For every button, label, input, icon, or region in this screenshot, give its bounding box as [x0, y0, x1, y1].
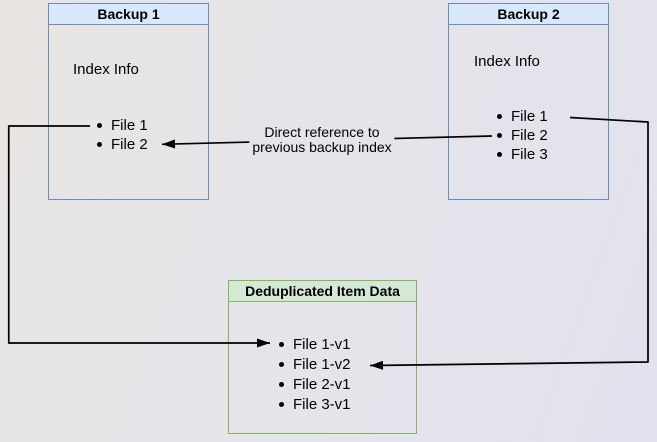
backup2-file-item: File 3: [497, 145, 548, 164]
bullet-icon: [279, 361, 284, 367]
bullet-icon: [97, 123, 102, 128]
edge-label-direct-reference: Direct reference to previous backup inde…: [249, 124, 395, 156]
dedup-file-label: File 2-v1: [293, 375, 351, 393]
dedup-file-item: File 3-v1: [279, 394, 351, 414]
edge-label-line2: previous backup index: [252, 139, 392, 155]
bullet-icon: [279, 381, 284, 387]
backup1-title: Backup 1: [49, 4, 208, 25]
dedup-box: Deduplicated Item Data File 1-v1 File 1-…: [228, 280, 417, 434]
backup1-file-label: File 1: [111, 117, 148, 134]
bullet-icon: [97, 142, 102, 147]
bullet-icon: [497, 152, 502, 157]
bullet-icon: [497, 133, 502, 138]
backup1-file-item: File 2: [97, 135, 148, 154]
dedup-file-item: File 1-v2: [279, 354, 351, 374]
edge-label-line1: Direct reference to: [264, 124, 380, 140]
backup2-title: Backup 2: [449, 4, 608, 25]
backup2-file-item: File 1: [497, 107, 548, 126]
backup2-file-label: File 1: [511, 108, 548, 125]
dedup-file-list: File 1-v1 File 1-v2 File 2-v1 File 3-v1: [279, 334, 351, 414]
dedup-file-label: File 1-v2: [293, 355, 351, 373]
dedup-file-label: File 1-v1: [293, 335, 351, 353]
backup1-file-item: File 1: [97, 116, 148, 135]
bullet-icon: [497, 114, 502, 119]
dedup-file-item: File 2-v1: [279, 374, 351, 394]
backup1-file-label: File 2: [111, 136, 148, 153]
bullet-icon: [279, 401, 284, 407]
backup2-file-label: File 2: [511, 127, 548, 144]
backup1-file-list: File 1 File 2: [97, 116, 148, 154]
backup1-index-info-label: Index Info: [73, 61, 139, 78]
dedup-file-label: File 3-v1: [293, 395, 351, 413]
backup2-file-label: File 3: [511, 146, 548, 163]
bullet-icon: [279, 341, 284, 347]
dedup-file-item: File 1-v1: [279, 334, 351, 354]
backup2-box: Backup 2 Index Info File 1 File 2 File 3: [448, 3, 609, 200]
backup2-file-list: File 1 File 2 File 3: [497, 107, 548, 164]
backup2-index-info-label: Index Info: [474, 53, 540, 70]
backup1-box: Backup 1 Index Info File 1 File 2: [48, 3, 209, 200]
backup2-file-item: File 2: [497, 126, 548, 145]
dedup-title: Deduplicated Item Data: [229, 281, 416, 302]
